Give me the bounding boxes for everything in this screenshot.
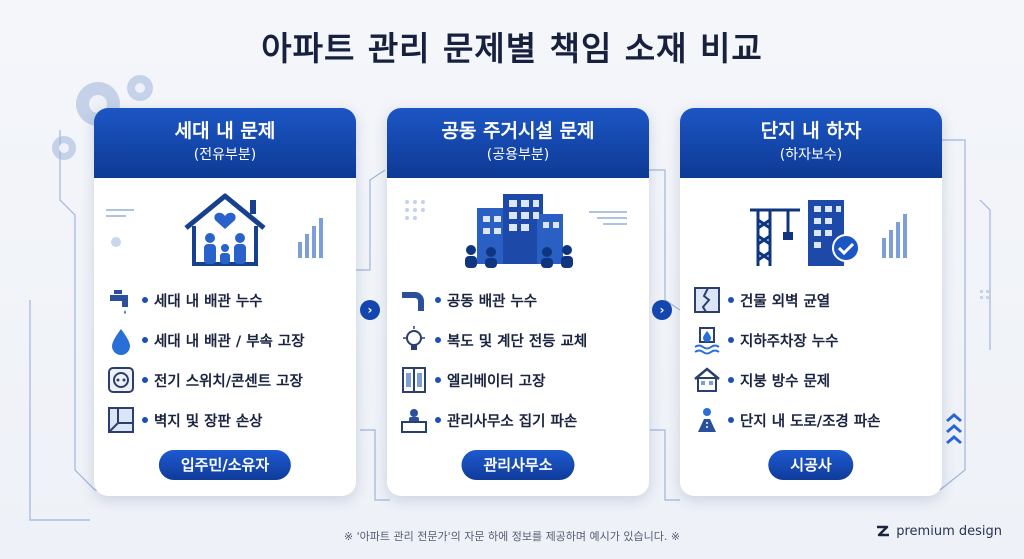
footnote: ※ '아파트 관리 전문가'의 자문 하에 정보를 제공하며 예시가 있습니다.… bbox=[343, 530, 681, 543]
bullet bbox=[435, 297, 441, 303]
item-label: 세대 내 배관 / 부속 고장 bbox=[154, 333, 305, 350]
roof-icon bbox=[694, 367, 720, 392]
list-item: 공동 배관 누수 bbox=[399, 280, 643, 320]
responsible-party-badge: 관리사무소 bbox=[461, 450, 575, 480]
bullet bbox=[142, 297, 148, 303]
elevator-icon bbox=[402, 367, 426, 393]
outlet-icon bbox=[108, 367, 134, 393]
apartment-residents-icon bbox=[405, 194, 627, 268]
brand: premium design bbox=[875, 523, 1002, 539]
bullet bbox=[142, 417, 148, 423]
bullet bbox=[142, 377, 148, 383]
office-desk-icon bbox=[401, 409, 427, 433]
item-label: 엘리베이터 고장 bbox=[447, 373, 546, 390]
list-item: 세대 내 배관 / 부속 고장 bbox=[106, 320, 350, 360]
card-heading: 세대 내 문제 bbox=[174, 120, 276, 142]
item-label: 관리사무소 집기 파손 bbox=[447, 413, 578, 430]
list-item: 관리사무소 집기 파손 bbox=[399, 400, 643, 440]
item-label: 단지 내 도로/조경 파손 bbox=[740, 413, 881, 430]
bullet bbox=[728, 297, 734, 303]
card-common-facility: 공동 주거시설 문제 (공용부분) 공동 배관 누수 복도 및 계단 전등 교체… bbox=[387, 108, 649, 496]
pipe-icon bbox=[402, 292, 424, 311]
list-item: 지붕 방수 문제 bbox=[692, 360, 936, 400]
wall-corner-icon bbox=[108, 407, 134, 433]
next-arrow-icon: › bbox=[360, 300, 380, 320]
item-label: 전기 스위치/콘센트 고장 bbox=[154, 373, 303, 390]
issue-list: 건물 외벽 균열 지하주차장 누수 지붕 방수 문제 단지 내 도로/조경 파손 bbox=[692, 280, 936, 440]
chevrons-icon bbox=[946, 413, 962, 444]
list-item: 건물 외벽 균열 bbox=[692, 280, 936, 320]
parking-leak-icon bbox=[694, 327, 720, 355]
issue-list: 세대 내 배관 누수 세대 내 배관 / 부속 고장 전기 스위치/콘센트 고장… bbox=[106, 280, 350, 440]
list-item: 단지 내 도로/조경 파손 bbox=[692, 400, 936, 440]
page-title: 아파트 관리 문제별 책임 소재 비교 bbox=[261, 29, 763, 68]
bullet bbox=[435, 417, 441, 423]
bullet bbox=[728, 337, 734, 343]
road-pin-icon bbox=[698, 408, 716, 432]
card-header: 단지 내 하자 (하자보수) bbox=[680, 108, 942, 178]
card-heading: 단지 내 하자 bbox=[760, 120, 862, 142]
bullet bbox=[728, 377, 734, 383]
card-subheading: (하자보수) bbox=[779, 147, 843, 163]
list-item: 벽지 및 장판 손상 bbox=[106, 400, 350, 440]
bullet bbox=[435, 337, 441, 343]
card-subheading: (전유부분) bbox=[193, 147, 257, 163]
list-item: 세대 내 배관 누수 bbox=[106, 280, 350, 320]
brand-name: premium design bbox=[896, 523, 1002, 539]
responsible-party-badge: 시공사 bbox=[768, 450, 854, 480]
item-label: 건물 외벽 균열 bbox=[740, 293, 831, 310]
list-item: 지하주차장 누수 bbox=[692, 320, 936, 360]
card-header: 세대 내 문제 (전유부분) bbox=[94, 108, 356, 178]
faucet-icon bbox=[110, 290, 128, 314]
brand-logo-icon bbox=[877, 525, 890, 537]
card-heading: 공동 주거시설 문제 bbox=[441, 120, 595, 142]
water-drop-icon bbox=[112, 329, 130, 355]
list-item: 엘리베이터 고장 bbox=[399, 360, 643, 400]
card-defect: 단지 내 하자 (하자보수) 건물 외벽 균열 지하주차장 누수 지붕 방수 문… bbox=[680, 108, 942, 496]
next-arrow-icon: › bbox=[652, 300, 672, 320]
item-label: 복도 및 계단 전등 교체 bbox=[447, 333, 588, 350]
item-label: 지하주차장 누수 bbox=[740, 333, 839, 350]
responsible-party-badge: 입주민/소유자 bbox=[158, 450, 292, 480]
crane-building-check-icon bbox=[750, 200, 907, 266]
bullet bbox=[142, 337, 148, 343]
house-family-icon bbox=[106, 193, 323, 266]
card-unit-problem: 세대 내 문제 (전유부분) 세대 내 배관 누수 세대 내 배관 / 부속 고… bbox=[94, 108, 356, 496]
light-bulb-icon bbox=[403, 326, 425, 350]
list-item: 복도 및 계단 전등 교체 bbox=[399, 320, 643, 360]
cracked-wall-icon bbox=[694, 287, 720, 313]
bullet bbox=[435, 377, 441, 383]
issue-list: 공동 배관 누수 복도 및 계단 전등 교체 엘리베이터 고장 관리사무소 집기… bbox=[399, 280, 643, 440]
item-label: 공동 배관 누수 bbox=[447, 293, 538, 310]
bullet bbox=[728, 417, 734, 423]
card-subheading: (공용부분) bbox=[486, 147, 550, 163]
item-label: 지붕 방수 문제 bbox=[740, 373, 831, 390]
list-item: 전기 스위치/콘센트 고장 bbox=[106, 360, 350, 400]
item-label: 벽지 및 장판 손상 bbox=[154, 413, 263, 430]
item-label: 세대 내 배관 누수 bbox=[154, 293, 263, 310]
card-header: 공동 주거시설 문제 (공용부분) bbox=[387, 108, 649, 178]
